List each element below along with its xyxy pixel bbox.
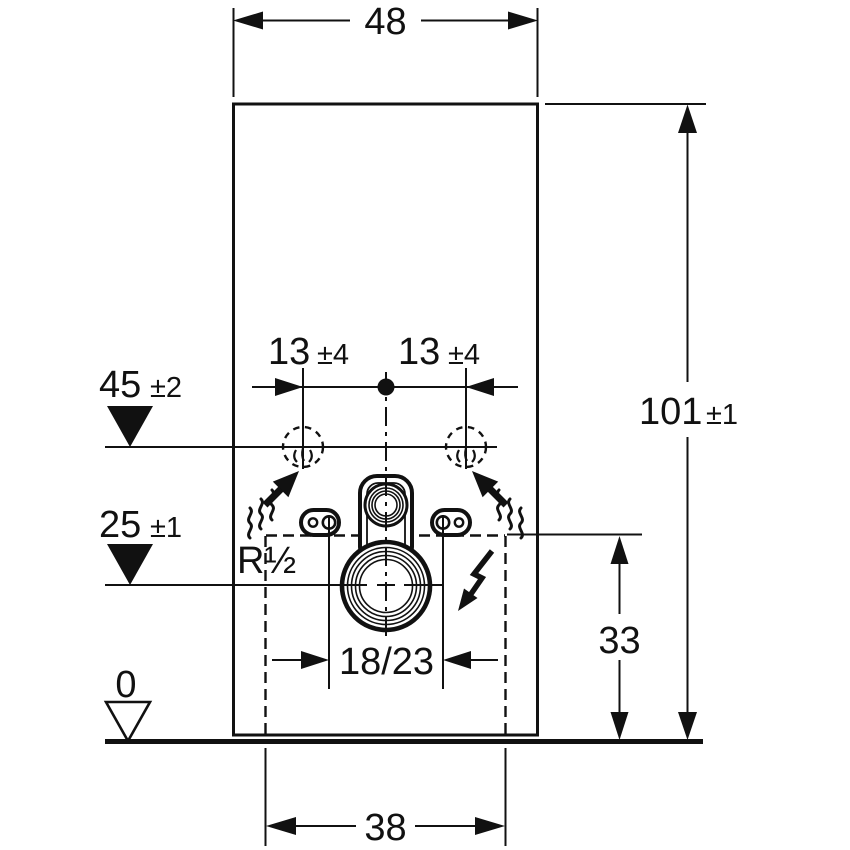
dim-label-fixing-distance: 18/23 [339, 641, 434, 683]
water-supply-circle-right [444, 425, 488, 469]
level-marker-supply: 45 ±2 [99, 364, 182, 447]
dim-supply-offsets: 13 ±4 13 ±4 [252, 331, 518, 396]
dim-tol-overall-height: ±1 [706, 399, 738, 431]
dim-label-width-top: 48 [364, 1, 406, 43]
dim-label-base-width: 38 [364, 807, 406, 849]
level-label-outlet: 25 [99, 504, 141, 546]
dim-tol-offset-right: ±4 [448, 339, 480, 371]
dim-label-offset-left: 13 [268, 331, 310, 373]
dim-label-plate-top-height: 33 [598, 620, 640, 662]
water-supply-connections [281, 368, 488, 469]
dim-tol-offset-left: ±4 [317, 339, 349, 371]
level-tol-outlet: ±1 [150, 512, 182, 544]
level-triangle-filled [107, 544, 153, 585]
ground-level-marker: 0 [103, 664, 153, 744]
level-tol-supply: ±2 [150, 372, 182, 404]
thread-size-label: R½ [237, 540, 296, 582]
dim-label-offset-right: 13 [398, 331, 440, 373]
center-mark-dot [377, 378, 395, 396]
dim-plate-top-height: 33 [507, 533, 642, 740]
hot-water-arrow-right [472, 471, 522, 538]
dim-fixing-distance: 18/23 [272, 641, 498, 683]
dim-base-width: 38 [264, 748, 507, 849]
water-supply-circle-left [281, 425, 325, 469]
level-label-supply: 45 [99, 364, 141, 406]
dim-overall-height: 101 ±1 [545, 103, 738, 740]
ground-triangle-open [103, 700, 153, 744]
power-connection-icon [458, 549, 495, 611]
dim-width-top: 48 [232, 1, 539, 97]
module-outline [232, 102, 539, 737]
level-triangle-filled [107, 406, 153, 447]
level-marker-outlet: 25 ±1 [99, 504, 182, 585]
dim-label-overall-height: 101 [639, 391, 702, 433]
ground-level-label: 0 [115, 664, 136, 706]
hot-water-arrow-left [249, 471, 299, 538]
